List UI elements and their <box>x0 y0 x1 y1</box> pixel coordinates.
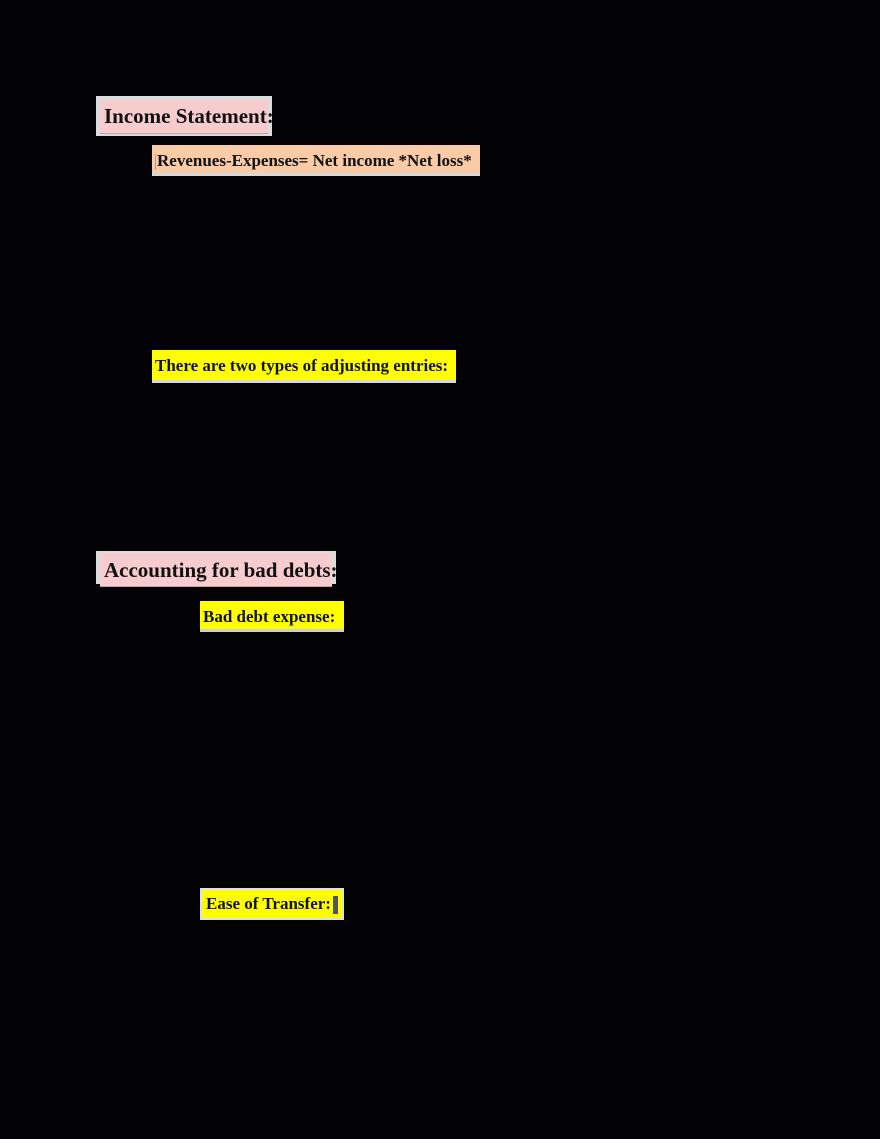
heading-text: Accounting for bad debts: <box>100 553 338 587</box>
highlight-adjusting-entries: There are two types of adjusting entries… <box>152 350 456 383</box>
highlight-net-income-formula: Revenues-Expenses= Net income *Net loss* <box>152 145 480 176</box>
formula-text: Revenues-Expenses= Net income *Net loss* <box>157 151 472 170</box>
section-heading-income-statement: Income Statement: <box>96 96 274 136</box>
selection-cursor-icon <box>332 896 338 915</box>
highlight-bad-debt-expense: Bad debt expense: <box>200 601 344 632</box>
bad-debt-expense-text: Bad debt expense: <box>203 607 336 626</box>
heading-text: Income Statement: <box>100 100 274 134</box>
ease-of-transfer-text: Ease of Transfer: <box>202 890 342 919</box>
adjusting-entries-text: There are two types of adjusting entries… <box>155 356 449 375</box>
text-cursor-marker <box>155 154 156 171</box>
highlight-ease-of-transfer: Ease of Transfer: <box>200 888 344 920</box>
section-heading-bad-debts: Accounting for bad debts: <box>96 551 338 587</box>
ease-of-transfer-label: Ease of Transfer: <box>206 894 331 913</box>
